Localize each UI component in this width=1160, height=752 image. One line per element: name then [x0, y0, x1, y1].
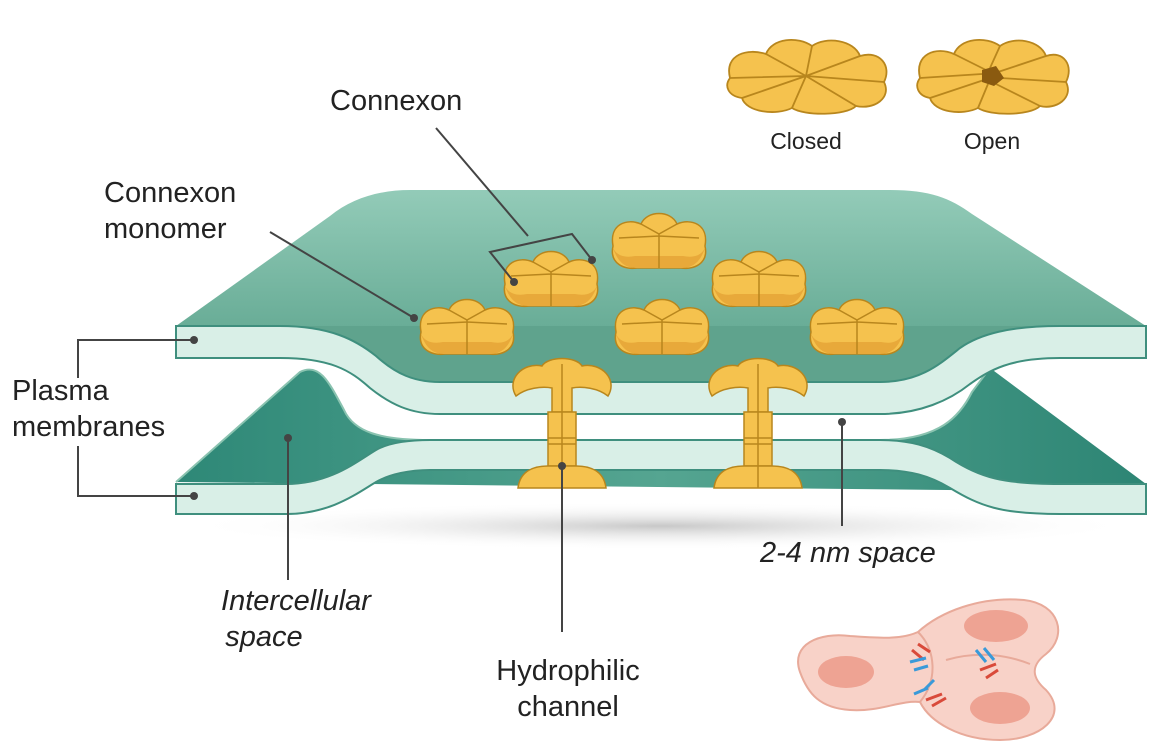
plasma-membranes-bracket	[77, 339, 194, 497]
connexon-monomer-label-line2: monomer	[104, 213, 227, 245]
lower-plasma-membrane	[175, 367, 1147, 515]
connexon-3	[711, 250, 807, 308]
connexon-2	[503, 250, 599, 308]
leader-lines	[77, 127, 843, 632]
connexon-4	[419, 298, 515, 356]
open-connexon-icon	[916, 39, 1070, 115]
cells-inset	[797, 598, 1060, 742]
hydrophilic-channel-label-line2: channel	[517, 691, 619, 723]
leader-dots	[190, 256, 846, 500]
connexon-1	[611, 212, 707, 270]
connexon-bracket	[488, 232, 593, 283]
connexon-monomer-leader	[269, 231, 415, 319]
closed-connexon-icon	[726, 39, 888, 115]
connexon-leader	[435, 127, 529, 237]
closed-label: Closed	[770, 128, 842, 154]
membrane-shadow	[180, 502, 1140, 550]
connexon-label: Connexon	[330, 85, 463, 117]
intercellular-space-label-line2: space	[225, 621, 303, 653]
open-label: Open	[963, 128, 1021, 154]
connexon-5	[614, 298, 710, 356]
connexon-monomer-label-line1: Connexon	[104, 177, 237, 209]
hydrophilic-channel-label-line1: Hydrophilic	[496, 655, 640, 687]
plasma-membranes-label-line2: membranes	[12, 411, 166, 443]
connexon-6	[809, 298, 905, 356]
intercellular-space-label-line1: Intercellular	[221, 585, 371, 617]
plasma-membranes-label-line1: Plasma	[12, 375, 109, 407]
gap-space-label: 2-4 nm space	[760, 537, 936, 569]
